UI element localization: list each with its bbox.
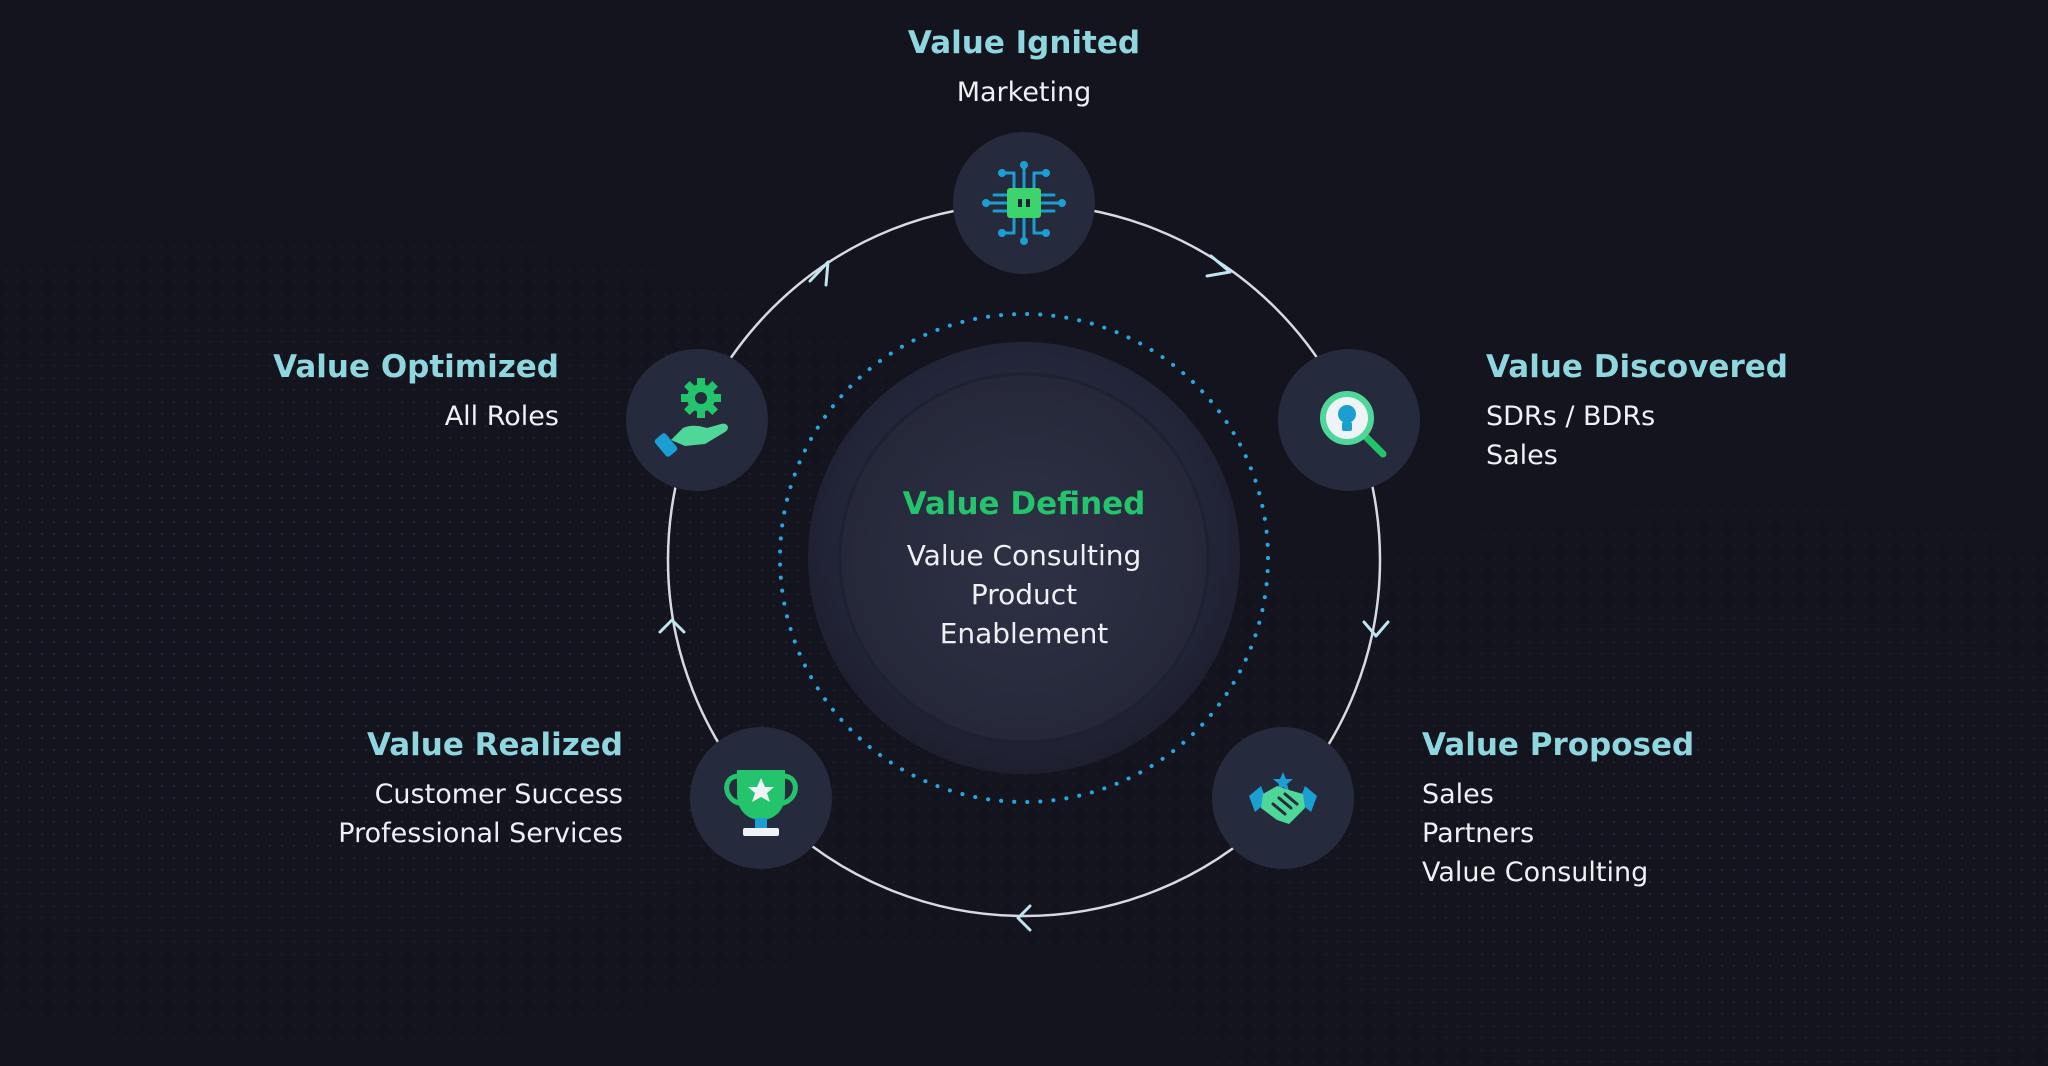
stage-role: SDRs / BDRs [1486, 401, 1656, 432]
stage-title: Value Proposed [1422, 727, 1695, 763]
stage-title: Value Ignited [907, 25, 1141, 61]
stage-role: Sales [1486, 440, 1558, 471]
stage-node-value-discovered [1278, 349, 1420, 491]
stage-title: Value Discovered [1486, 349, 1788, 385]
chip-icon [982, 161, 1066, 245]
stage-role: Customer Success [374, 779, 623, 810]
center-title: Value Defined [902, 486, 1146, 522]
arrow-chevron-right [1362, 620, 1390, 638]
stage-role: Sales [1422, 779, 1494, 810]
arrow-chevron-top-left [808, 260, 830, 287]
stage-role: All Roles [444, 401, 559, 432]
trophy-icon [724, 770, 798, 836]
center-line: Enablement [939, 617, 1109, 650]
center-disc [838, 372, 1210, 744]
stage-node-value-proposed [1212, 727, 1354, 869]
center-line: Product [970, 578, 1078, 611]
ring-arrows [658, 254, 1390, 932]
center-label: Value Defined Value Consulting Product E… [824, 486, 1224, 653]
magnifier-lightbulb-icon [1320, 391, 1387, 458]
stage-label-value-discovered: Value Discovered SDRs / BDRs Sales [1486, 352, 1788, 475]
stage-label-value-proposed: Value Proposed Sales Partners Value Cons… [1422, 730, 1694, 892]
stage-role: Professional Services [338, 818, 623, 849]
stage-label-value-realized: Value Realized Customer Success Professi… [223, 730, 623, 853]
stage-label-value-optimized: Value Optimized All Roles [159, 352, 559, 436]
stage-label-value-ignited: Value Ignited Marketing [824, 28, 1224, 112]
stage-title: Value Optimized [273, 349, 559, 385]
stage-role: Marketing [956, 77, 1092, 108]
arrow-chevron-bottom [1016, 904, 1032, 932]
arrow-chevron-left [658, 618, 686, 634]
stage-title: Value Realized [366, 727, 623, 763]
dotted-ring [778, 312, 1270, 804]
stage-node-value-optimized [626, 349, 768, 491]
stage-role: Partners [1422, 818, 1535, 849]
stage-node-value-realized [690, 727, 832, 869]
stage-node-value-ignited [953, 132, 1095, 274]
stage-role: Value Consulting [1422, 857, 1649, 888]
arrow-chevron-top-right [1205, 254, 1232, 278]
handshake-icon [1249, 772, 1317, 824]
hand-gear-icon [654, 378, 728, 457]
center-line: Value Consulting [906, 539, 1142, 572]
